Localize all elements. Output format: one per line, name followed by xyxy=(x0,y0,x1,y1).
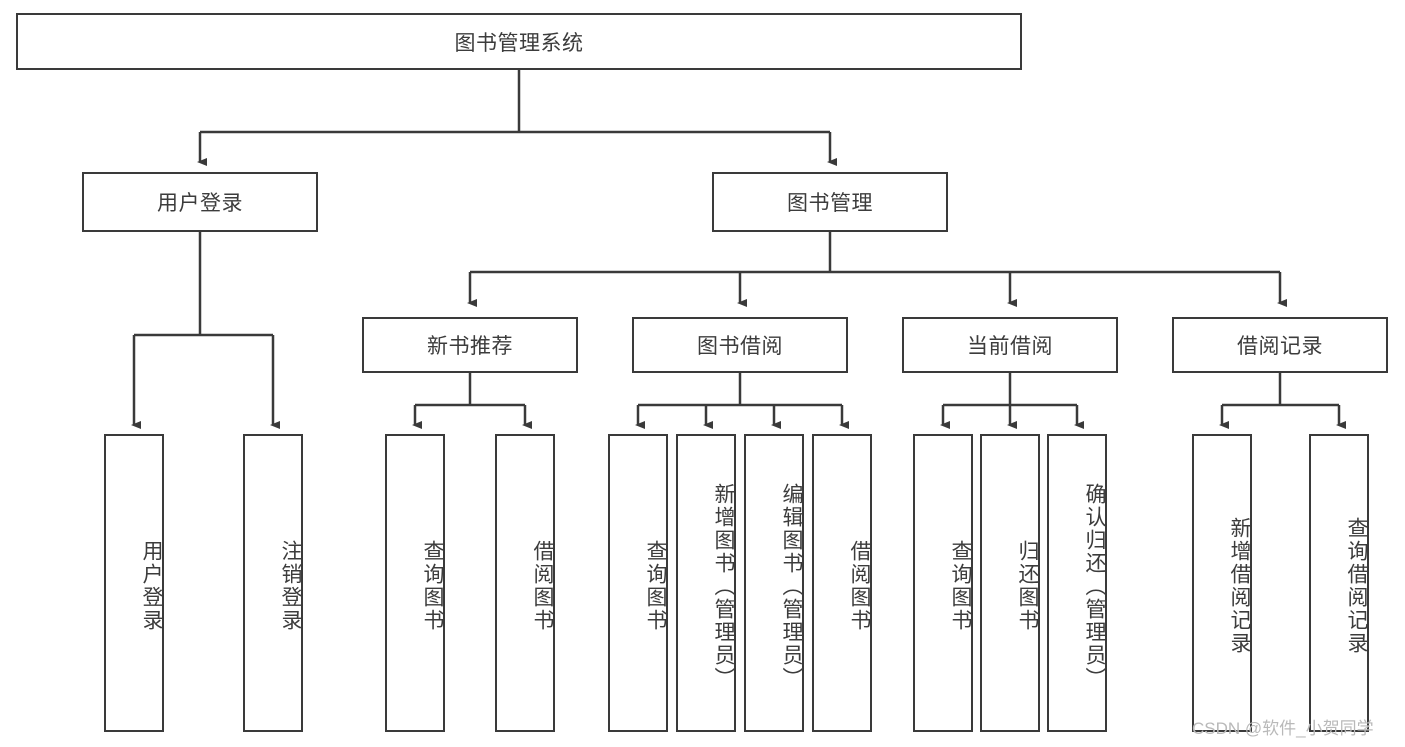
node-borrow-record[interactable]: 借阅记录 xyxy=(1172,317,1388,373)
leaf-label: 查询借阅记录 xyxy=(1345,517,1368,655)
node-root-label: 图书管理系统 xyxy=(454,31,584,55)
leaf-user-login-login[interactable]: 用户登录 xyxy=(104,434,164,732)
node-user-login-label: 用户登录 xyxy=(157,192,243,215)
leaf-label: 查询图书 xyxy=(949,540,972,632)
leaf-borrow-record-query[interactable]: 查询借阅记录 xyxy=(1309,434,1369,732)
leaf-user-login-logout[interactable]: 注销登录 xyxy=(243,434,303,732)
leaf-new-book-borrow[interactable]: 借阅图书 xyxy=(495,434,555,732)
leaf-label: 新增借阅记录 xyxy=(1228,517,1251,655)
leaf-book-borrow-query[interactable]: 查询图书 xyxy=(608,434,668,732)
leaf-current-borrow-confirm-return[interactable]: 确认归还（管理员） xyxy=(1047,434,1107,732)
leaf-label: 确认归还（管理员） xyxy=(1083,482,1106,690)
leaf-label: 注销登录 xyxy=(279,540,302,632)
leaf-label: 查询图书 xyxy=(421,540,444,632)
csdn-watermark: CSDN @软件_小贺同学 xyxy=(1192,719,1374,738)
node-new-book-recommend[interactable]: 新书推荐 xyxy=(362,317,578,373)
node-current-borrow[interactable]: 当前借阅 xyxy=(902,317,1118,373)
leaf-book-borrow-borrow[interactable]: 借阅图书 xyxy=(812,434,872,732)
leaf-book-borrow-edit[interactable]: 编辑图书（管理员） xyxy=(744,434,804,732)
leaf-label: 编辑图书（管理员） xyxy=(780,482,803,690)
node-book-borrow[interactable]: 图书借阅 xyxy=(632,317,848,373)
leaf-borrow-record-add[interactable]: 新增借阅记录 xyxy=(1192,434,1252,732)
leaf-label: 新增图书（管理员） xyxy=(712,482,735,690)
leaf-current-borrow-return[interactable]: 归还图书 xyxy=(980,434,1040,732)
leaf-current-borrow-query[interactable]: 查询图书 xyxy=(913,434,973,732)
leaf-label: 借阅图书 xyxy=(848,540,871,632)
node-user-login[interactable]: 用户登录 xyxy=(82,172,318,232)
leaf-new-book-query[interactable]: 查询图书 xyxy=(385,434,445,732)
node-current-borrow-label: 当前借阅 xyxy=(967,335,1053,358)
leaf-label: 借阅图书 xyxy=(531,540,554,632)
node-book-borrow-label: 图书借阅 xyxy=(697,335,783,358)
leaf-label: 归还图书 xyxy=(1016,540,1039,632)
node-borrow-record-label: 借阅记录 xyxy=(1237,335,1323,358)
node-book-management-label: 图书管理 xyxy=(787,192,873,215)
node-book-management[interactable]: 图书管理 xyxy=(712,172,948,232)
leaf-book-borrow-add[interactable]: 新增图书（管理员） xyxy=(676,434,736,732)
leaf-label: 查询图书 xyxy=(644,540,667,632)
node-root[interactable]: 图书管理系统 xyxy=(16,13,1022,70)
leaf-label: 用户登录 xyxy=(140,540,163,632)
node-new-book-recommend-label: 新书推荐 xyxy=(427,335,513,358)
